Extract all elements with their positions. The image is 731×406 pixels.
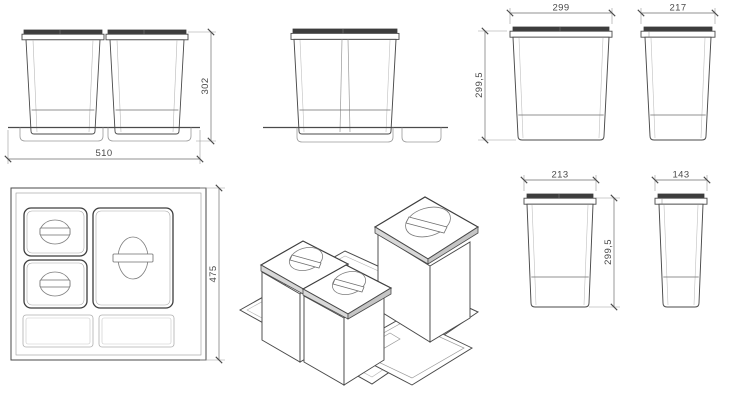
small-front-inner-edge-right — [583, 204, 589, 306]
plan-handle-bar-large — [112, 253, 154, 263]
iso-bin-large-handle-bar — [405, 216, 448, 234]
large-side-inner-edge-left — [650, 37, 656, 139]
side-divider-right — [347, 39, 351, 133]
dimension-302: 302 — [188, 28, 216, 145]
view-bin-large-front: 299 299,5 — [474, 3, 616, 144]
iso-bin-small-back-handle-ring — [288, 247, 324, 271]
dimension-299-5-bottom: 299,5 — [589, 194, 620, 311]
small-side-inner-edge-right — [693, 204, 699, 306]
bin-left-lid-top — [23, 29, 103, 35]
side-inner-edge-left — [299, 39, 305, 133]
dim-2995-bottom-label: 299,5 — [603, 239, 614, 265]
plan-lid-small-upper — [23, 207, 88, 257]
bin-left-inner-edge-right — [88, 39, 94, 133]
front-carrier-recess-left — [19, 127, 104, 142]
plan-accessory-trays — [22, 314, 175, 348]
dimension-510: 510 — [4, 130, 204, 164]
iso-bin-small-front-handle-ring — [331, 271, 367, 295]
view-bin-small-front: 213 299,5 — [520, 170, 620, 311]
plan-lid-small-upper-inner — [26, 210, 85, 254]
small-front-inner-edge-left — [531, 204, 537, 306]
iso-bin-small-back-handle-bar — [289, 254, 322, 269]
large-side-inner-edge-right — [700, 37, 706, 139]
dim-213-label: 213 — [551, 170, 568, 181]
side-lid-rim — [290, 32, 400, 40]
view-isometric-3d — [238, 196, 480, 386]
large-front-lid-rim — [509, 30, 613, 38]
view-top-plan: 475 — [10, 184, 225, 364]
large-side-body — [644, 36, 712, 141]
side-inner-edge-right — [385, 39, 391, 133]
side-body-outline — [293, 38, 397, 135]
view-side-elevation-two-bins — [263, 28, 448, 143]
view-bin-small-side: 143 — [651, 170, 711, 308]
iso-bin-large-handle-ring — [405, 206, 451, 238]
plan-tray-right — [98, 314, 175, 348]
bin-right-inner-edge-right — [172, 39, 178, 133]
bin-right-body — [109, 39, 185, 135]
iso-bin-small-front-lid-edge-right — [347, 287, 392, 320]
plan-lid-large-inner — [95, 210, 171, 306]
large-front-inner-edge-left — [518, 37, 524, 139]
small-front-lid-rim — [523, 197, 597, 205]
iso-bin-small-front-handle-bar — [332, 278, 365, 293]
small-side-inner-edge-left — [663, 204, 669, 306]
dim-217-label: 217 — [669, 3, 686, 14]
view-bin-large-side: 217 — [637, 3, 719, 141]
plan-lid-large — [92, 207, 174, 309]
small-side-body — [658, 203, 704, 308]
dimension-299: 299 — [506, 3, 616, 24]
bin-right-inner-edge-left — [116, 39, 122, 133]
dim-2995-top-label: 299,5 — [474, 72, 485, 98]
small-front-lid-top — [526, 193, 594, 199]
plan-tray-left — [22, 314, 94, 348]
dim-299-label: 299 — [552, 3, 569, 14]
small-front-body — [526, 203, 594, 308]
iso-bin-small-front — [301, 264, 393, 386]
dim-302-label: 302 — [200, 77, 211, 94]
plan-lid-small-lower — [23, 259, 88, 309]
plan-tray-left-inner — [25, 317, 91, 345]
dim-475-label: 475 — [208, 265, 219, 282]
large-side-lid-top — [643, 26, 713, 32]
large-front-inner-edge-right — [598, 37, 604, 139]
large-front-body — [512, 36, 610, 141]
large-side-lid-rim — [640, 30, 716, 38]
large-front-lid-top — [512, 26, 610, 32]
view-front-elevation-two-bins: 302 510 — [4, 28, 216, 164]
dim-143-label: 143 — [672, 170, 689, 181]
front-bin-left — [21, 29, 105, 135]
plan-handle-bar-lower — [39, 279, 71, 288]
dimension-475: 475 — [200, 184, 225, 364]
side-lid-top — [292, 28, 398, 34]
dimension-213: 213 — [520, 170, 600, 191]
plan-tray-right-inner — [101, 317, 172, 345]
bin-right-lid-top — [107, 29, 187, 35]
bin-left-inner-edge-left — [32, 39, 38, 133]
bin-left-lid-rim — [21, 33, 105, 41]
dimension-299-5-top: 299,5 — [474, 27, 516, 144]
side-divider-left — [339, 39, 343, 133]
front-carrier-recess-right — [107, 127, 192, 142]
bin-right-lid-rim — [105, 33, 189, 41]
small-side-lid-rim — [654, 197, 708, 205]
small-side-lid-top — [657, 193, 705, 199]
bin-left-body — [25, 39, 101, 135]
side-carrier-recess-accessory-tray — [401, 127, 442, 143]
plan-inner-frame — [15, 192, 202, 356]
plan-lid-small-lower-inner — [26, 262, 85, 306]
side-carrier-recess-main — [296, 127, 394, 143]
plan-handle-bar-upper — [39, 227, 71, 236]
dimension-217: 217 — [637, 3, 719, 24]
front-bin-right — [105, 29, 189, 135]
iso-bin-large-face-right — [429, 241, 471, 343]
dim-510-label: 510 — [95, 148, 112, 159]
iso-bin-large-lid-edge-right — [427, 226, 479, 265]
dimension-143: 143 — [651, 170, 711, 191]
